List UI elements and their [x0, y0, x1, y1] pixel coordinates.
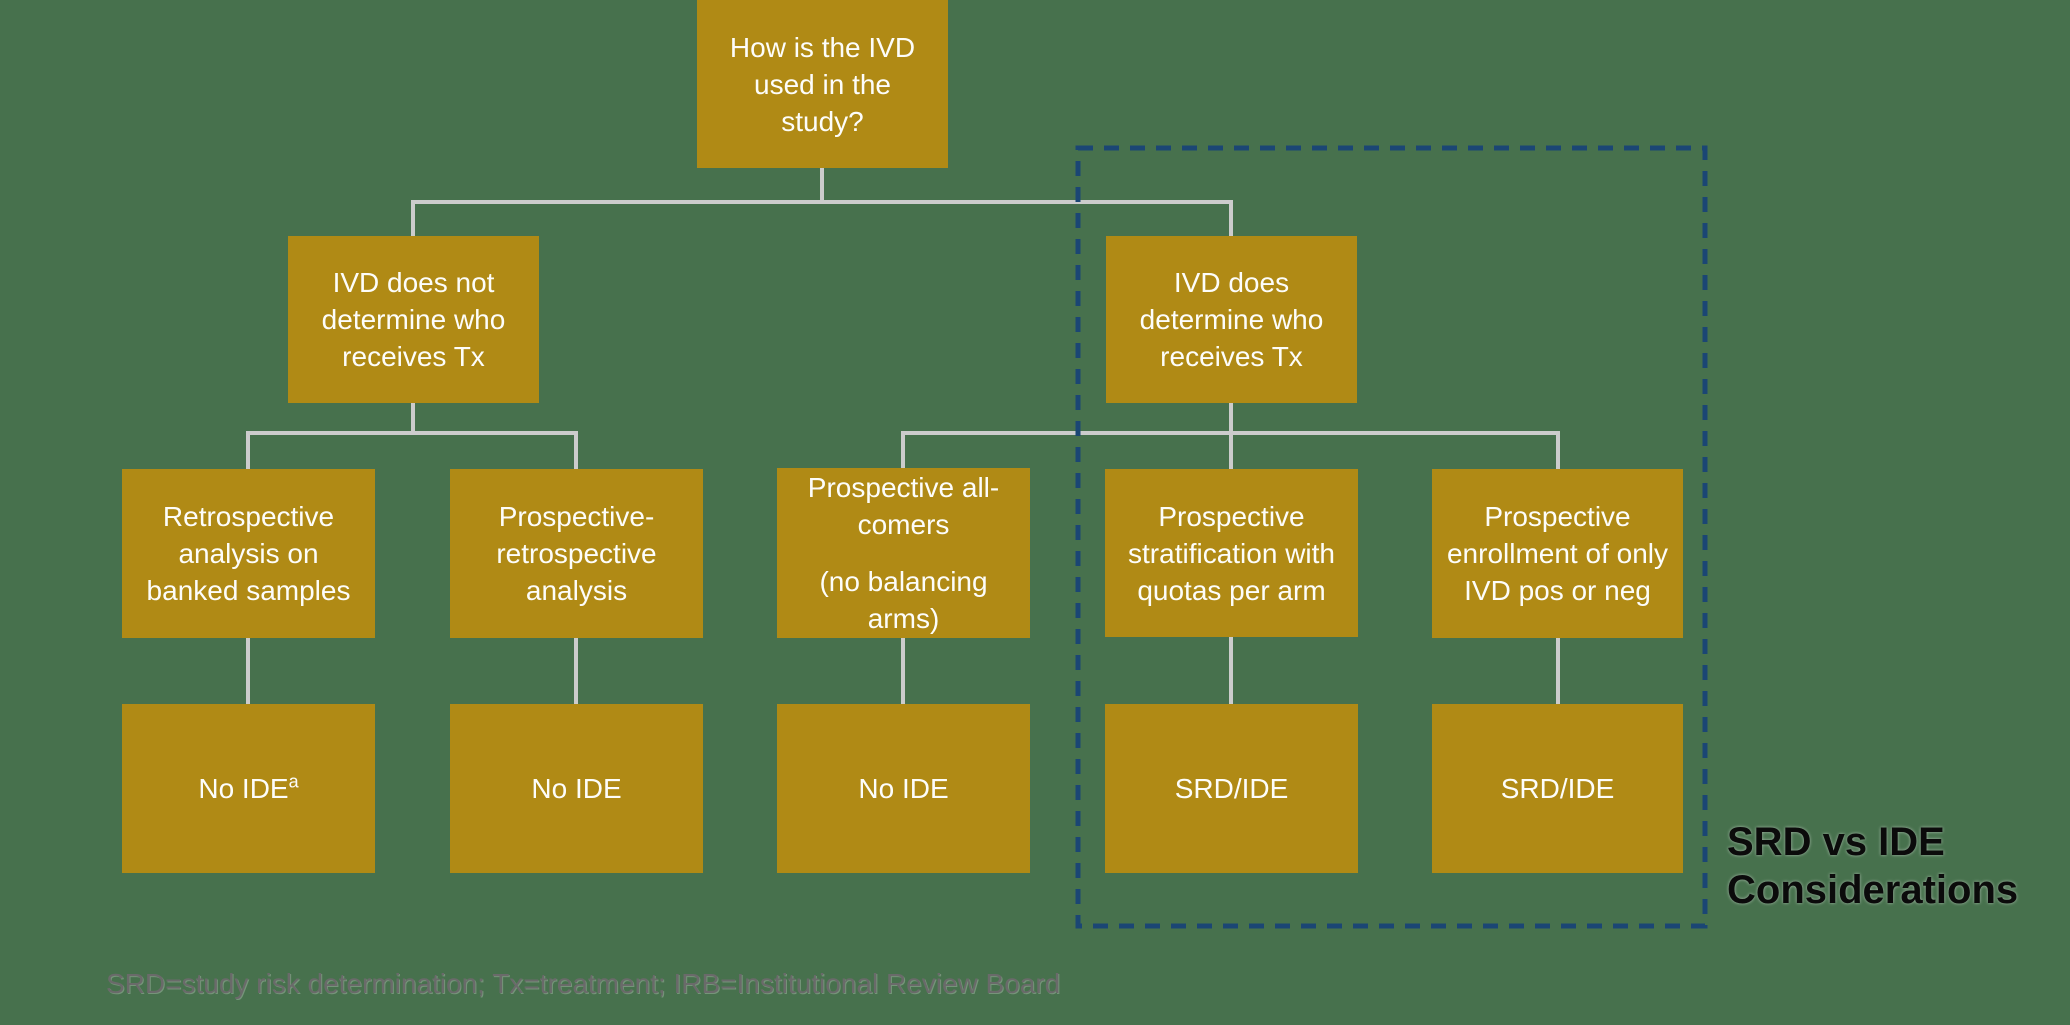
- node-label-line1: Prospective all-comers: [807, 472, 1000, 540]
- node-label: Prospective enrollment of only IVD pos o…: [1446, 501, 1668, 606]
- node-label: Prospective stratification with quotas p…: [1128, 500, 1335, 606]
- node-label: IVD does not determine who receives Tx: [321, 267, 506, 372]
- connector: [411, 200, 1233, 204]
- connector: [411, 200, 415, 236]
- node-retrospective-banked-samples: Retrospective analysis on banked samples: [122, 469, 375, 638]
- connector: [1229, 637, 1233, 704]
- connector: [901, 638, 905, 704]
- node-label: IVD does determine who receives Tx: [1139, 267, 1324, 372]
- node-ivd-does-not-determine: IVD does not determine who receives Tx: [288, 236, 539, 403]
- connector: [246, 431, 250, 469]
- node-label: Retrospective analysis on banked samples: [146, 501, 351, 606]
- connector: [246, 638, 250, 704]
- node-how-is-ivd-used: How is the IVD used in the study?: [697, 0, 948, 168]
- connector: [574, 638, 578, 704]
- srd-vs-ide-label: SRD vs IDE Considerations: [1727, 818, 2057, 914]
- connector: [411, 403, 415, 435]
- node-label-line2: (no balancing arms): [819, 566, 988, 634]
- connector: [1556, 638, 1560, 704]
- node-label: Prospective-retrospective analysis: [496, 501, 657, 606]
- footnote-marker: a: [288, 771, 299, 792]
- connector: [820, 168, 824, 204]
- srd-vs-ide-label-line1: SRD vs IDE: [1727, 820, 1945, 864]
- connector: [901, 431, 1560, 435]
- node-ivd-does-determine: IVD does determine who receives Tx: [1106, 236, 1357, 403]
- connector: [901, 431, 905, 468]
- node-no-ide-2: No IDE: [450, 704, 703, 873]
- node-label: No IDE: [531, 773, 622, 804]
- connector: [1229, 403, 1233, 469]
- footnote: SRD=study risk determination; Tx=treatme…: [106, 968, 1061, 999]
- node-no-ide-3: No IDE: [777, 704, 1030, 873]
- node-prospective-stratification: Prospective stratification with quotas p…: [1105, 469, 1358, 637]
- node-no-ide-a: No IDEa: [122, 704, 375, 873]
- node-prospective-all-comers: Prospective all-comers (no balancing arm…: [777, 468, 1030, 638]
- srd-vs-ide-label-line2: Considerations: [1727, 868, 2019, 912]
- node-label: SRD/IDE: [1174, 773, 1289, 804]
- node-prospective-retrospective: Prospective-retrospective analysis: [450, 469, 703, 638]
- connector: [1229, 200, 1233, 236]
- connector: [1556, 431, 1560, 469]
- node-prospective-enrollment: Prospective enrollment of only IVD pos o…: [1432, 469, 1683, 638]
- node-label: How is the IVD used in the study?: [729, 31, 916, 137]
- node-label: No IDE: [858, 773, 949, 804]
- node-srd-ide-2: SRD/IDE: [1432, 704, 1683, 873]
- node-srd-ide-1: SRD/IDE: [1105, 704, 1358, 873]
- node-label: No IDEa: [198, 771, 299, 804]
- node-label: SRD/IDE: [1500, 773, 1615, 804]
- connector: [246, 431, 578, 435]
- connector: [574, 431, 578, 469]
